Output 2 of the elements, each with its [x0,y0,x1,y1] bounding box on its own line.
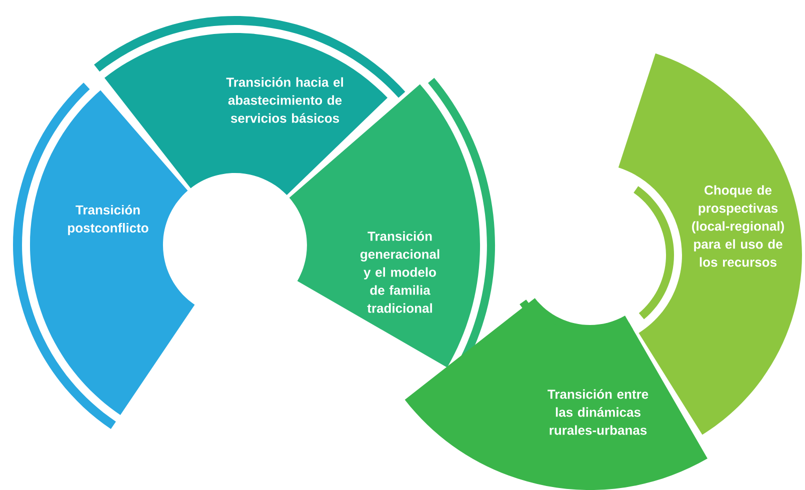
segment: Transición hacia el abastecimiento de servicios básicos [94,16,406,196]
segment: Transición postconflicto [13,82,195,429]
